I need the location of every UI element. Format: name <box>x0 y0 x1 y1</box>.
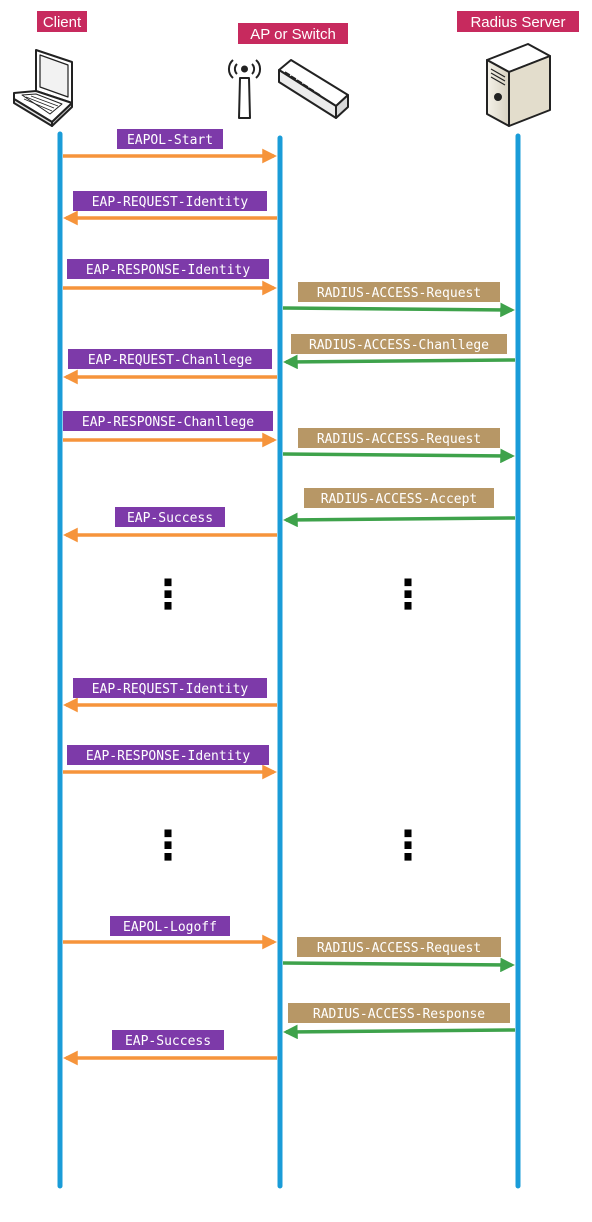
message-label: EAP-Success <box>125 1034 211 1049</box>
ellipsis-icon: ⋮ <box>148 572 188 618</box>
message-arrow <box>283 512 516 528</box>
message-label-box <box>67 745 269 765</box>
access-point-switch-icon <box>227 59 349 119</box>
actor-client: Client <box>37 11 87 32</box>
ellipsis-icon: ⋮ <box>388 823 428 869</box>
message-arrow <box>282 448 515 464</box>
message-label: EAP-Success <box>127 511 213 526</box>
message-label-box <box>297 937 501 957</box>
actor-label-server: Radius Server <box>470 14 565 31</box>
ellipsis-layer: ⋮ ⋮ ⋮ ⋮ <box>148 572 428 869</box>
messages-layer: EAPOL-StartEAP-REQUEST-IdentityEAP-RESPO… <box>63 129 516 1066</box>
message-label: EAPOL-Start <box>127 133 213 148</box>
message-arrow <box>283 1024 516 1040</box>
message-eapol-start: EAPOL-Start <box>63 129 277 164</box>
message-label: EAP-RESPONSE-Identity <box>86 749 251 764</box>
message-label-box <box>304 488 494 508</box>
message-eap-success: EAP-Success <box>63 507 277 543</box>
message-label: RADIUS-ACCESS-Request <box>317 432 481 447</box>
message-label: RADIUS-ACCESS-Request <box>317 941 481 956</box>
message-label: EAPOL-Logoff <box>123 920 217 935</box>
message-radius-access-request: RADIUS-ACCESS-Request <box>282 428 515 464</box>
message-label-box <box>115 507 225 527</box>
message-label-box <box>291 334 507 354</box>
message-eap-response-identity: EAP-RESPONSE-Identity <box>63 259 277 296</box>
message-label-box <box>67 259 269 279</box>
message-eap-request-chanllege: EAP-REQUEST-Chanllege <box>63 349 277 385</box>
message-eapol-logoff: EAPOL-Logoff <box>63 916 277 950</box>
message-label-box <box>63 411 273 431</box>
message-eap-request-identity: EAP-REQUEST-Identity <box>63 191 277 226</box>
message-eap-request-identity: EAP-REQUEST-Identity <box>63 678 277 713</box>
message-label-box <box>112 1030 224 1050</box>
message-label: RADIUS-ACCESS-Request <box>317 286 481 301</box>
message-label: EAP-RESPONSE-Identity <box>86 263 251 278</box>
message-label-box <box>288 1003 510 1023</box>
message-label: RADIUS-ACCESS-Accept <box>321 492 478 507</box>
ellipsis-icon: ⋮ <box>148 823 188 869</box>
message-arrow <box>282 302 515 318</box>
server-icon <box>486 43 551 127</box>
message-label: RADIUS-ACCESS-Chanllege <box>309 338 489 353</box>
message-radius-access-chanllege: RADIUS-ACCESS-Chanllege <box>283 334 516 370</box>
actor-server: Radius Server <box>457 11 579 32</box>
message-label-box <box>298 282 500 302</box>
message-eap-response-identity: EAP-RESPONSE-Identity <box>63 745 277 780</box>
actor-label-ap: AP or Switch <box>250 26 336 43</box>
message-label-box <box>68 349 272 369</box>
message-radius-access-response: RADIUS-ACCESS-Response <box>283 1003 516 1040</box>
message-label: EAP-RESPONSE-Chanllege <box>82 415 254 430</box>
message-label: EAP-REQUEST-Chanllege <box>88 353 253 368</box>
message-eap-success: EAP-Success <box>63 1030 277 1066</box>
message-label: EAP-REQUEST-Identity <box>92 682 249 697</box>
message-arrow <box>283 354 516 370</box>
laptop-icon <box>13 49 73 127</box>
message-label: EAP-REQUEST-Identity <box>92 195 249 210</box>
actor-ap: AP or Switch <box>238 23 348 44</box>
message-label-box <box>110 916 230 936</box>
message-arrow <box>282 957 515 973</box>
message-radius-access-request: RADIUS-ACCESS-Request <box>282 937 515 973</box>
message-label-box <box>298 428 500 448</box>
message-label: RADIUS-ACCESS-Response <box>313 1007 485 1022</box>
actor-label-client: Client <box>43 14 82 31</box>
message-label-box <box>73 678 267 698</box>
message-label-box <box>117 129 223 149</box>
message-radius-access-accept: RADIUS-ACCESS-Accept <box>283 488 516 528</box>
message-eap-response-chanllege: EAP-RESPONSE-Chanllege <box>63 411 277 448</box>
ellipsis-icon: ⋮ <box>388 572 428 618</box>
message-radius-access-request: RADIUS-ACCESS-Request <box>282 282 515 318</box>
message-label-box <box>73 191 267 211</box>
